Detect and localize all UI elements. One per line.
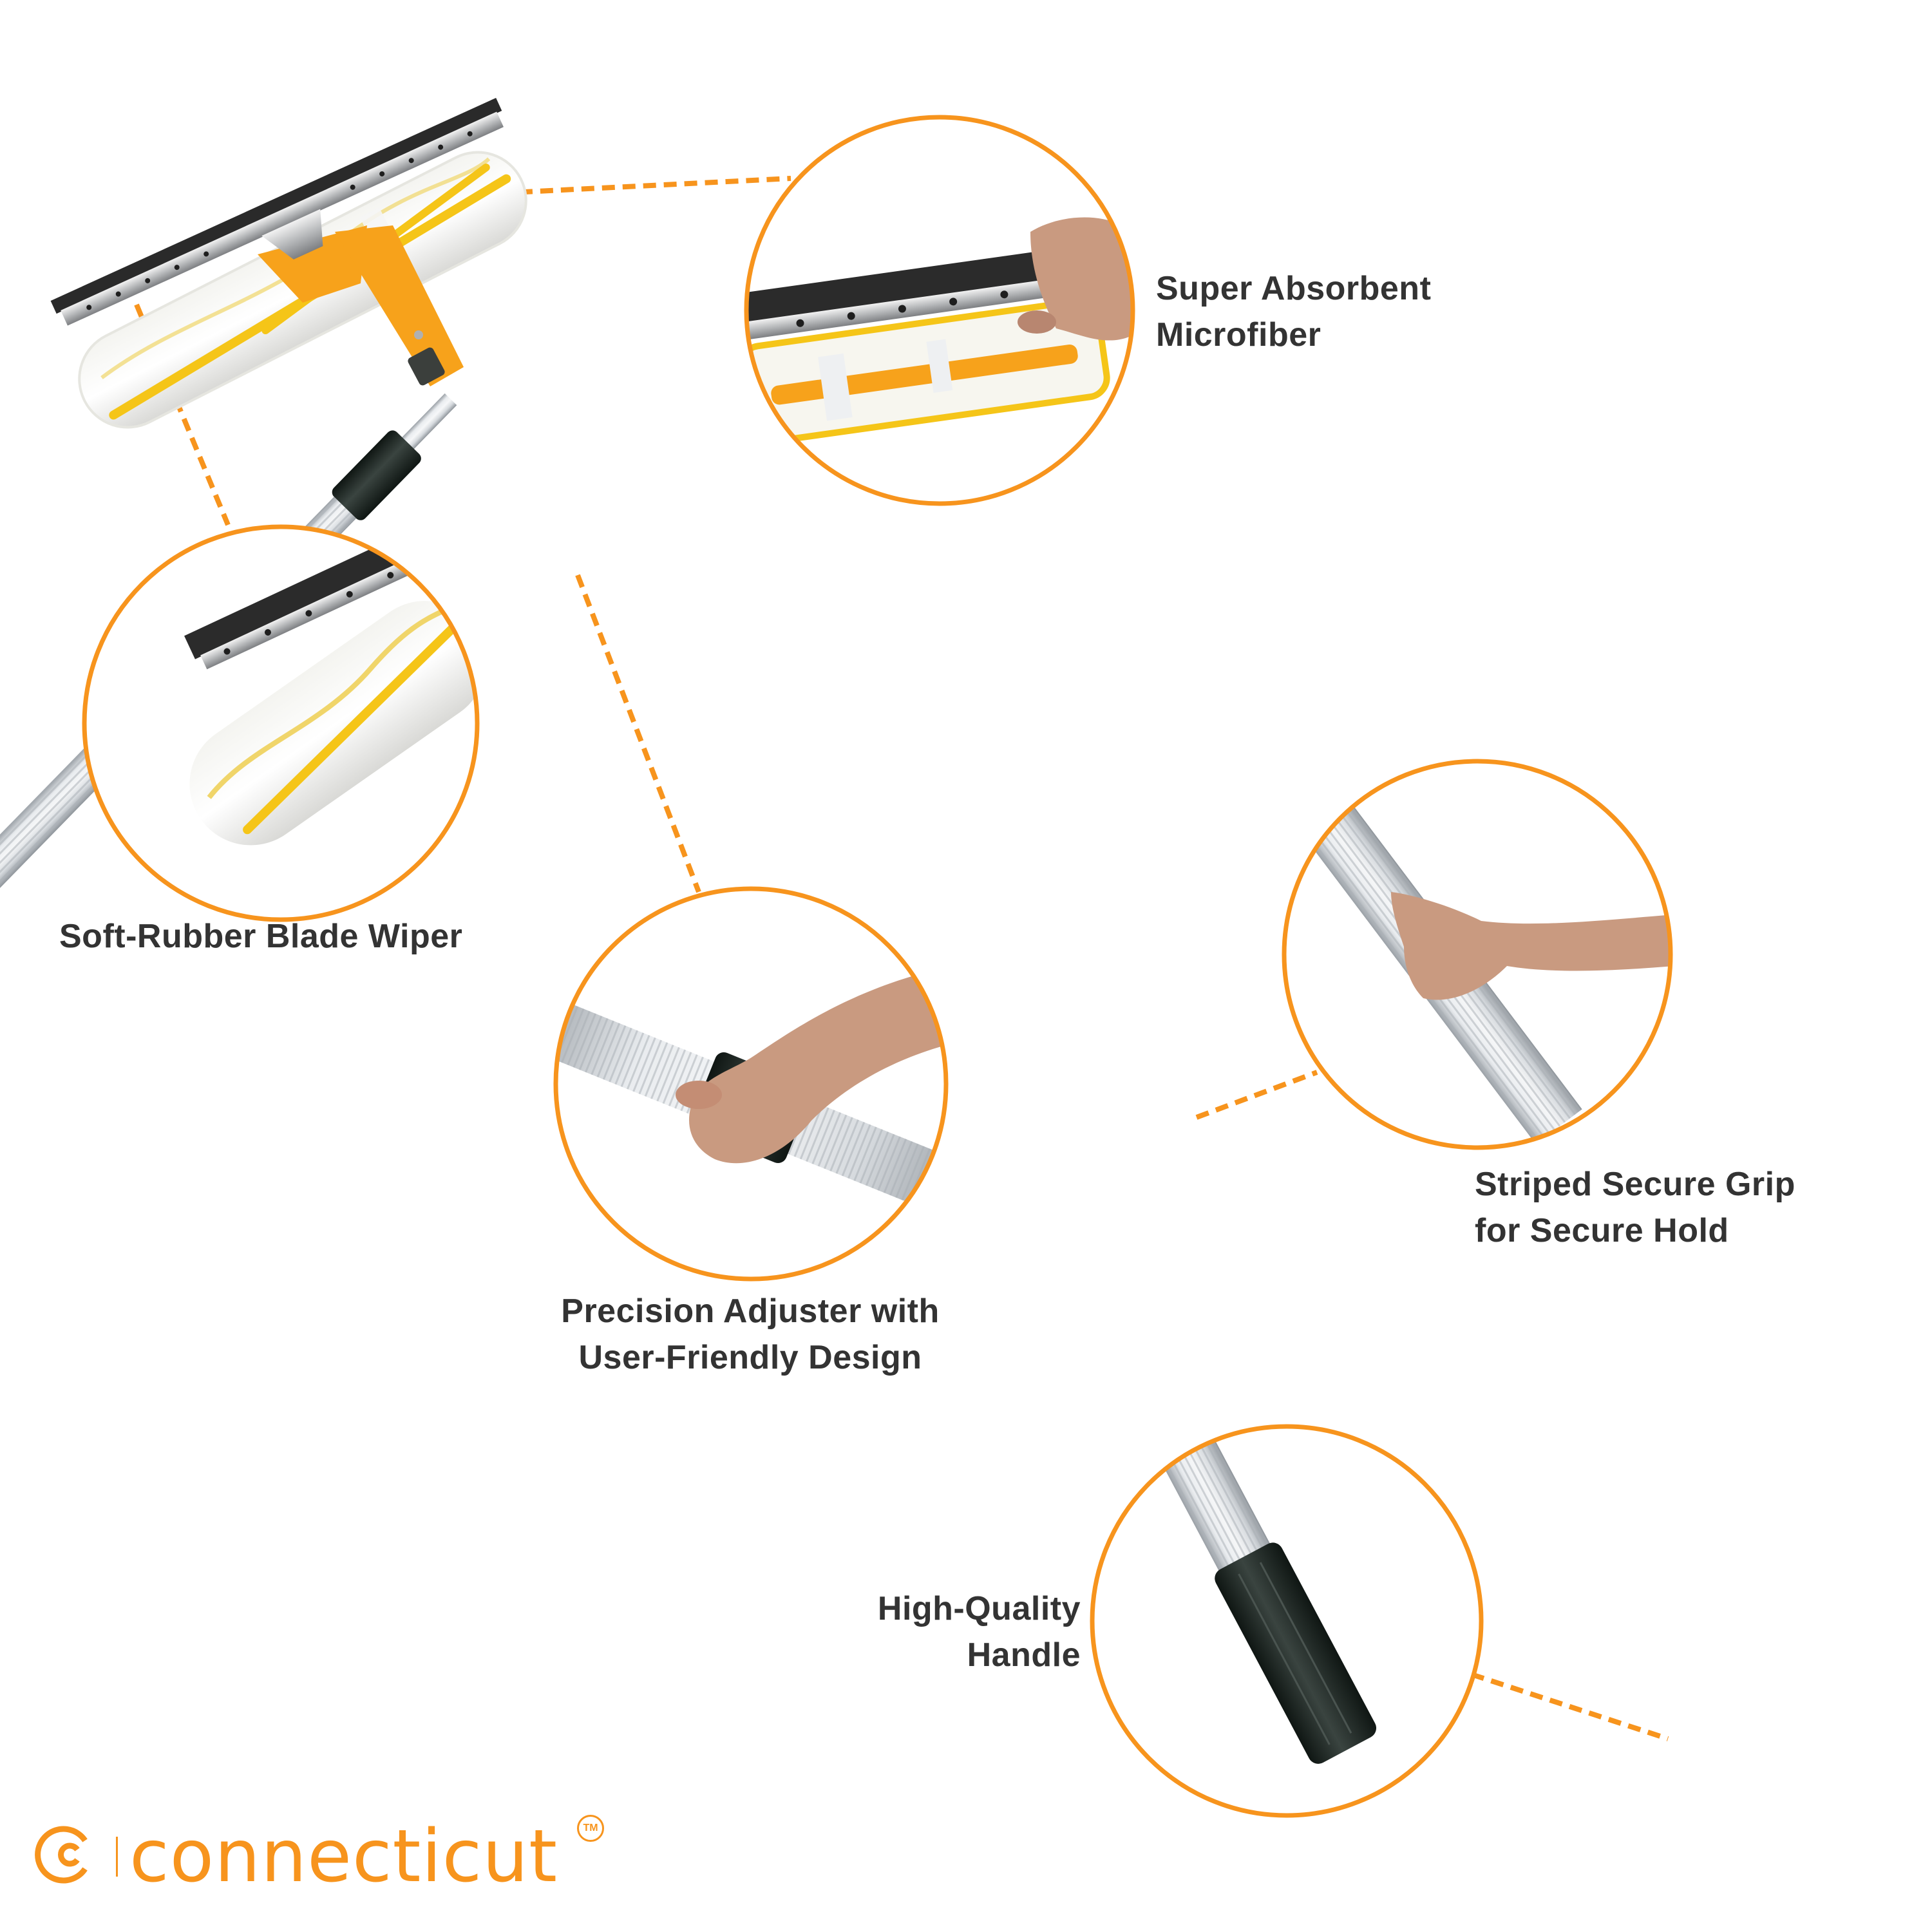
leader-handle <box>1470 1672 1669 1741</box>
brand-logo-divider <box>116 1837 118 1877</box>
squeegee-blade <box>50 97 504 326</box>
callout-blade-label: Soft-Rubber Blade Wiper <box>59 918 463 955</box>
callout-grip-label: Striped Secure Grip for Secure Hold <box>1475 1166 1795 1249</box>
trademark-icon: TM <box>577 1815 604 1842</box>
squeegee-holder <box>258 225 464 386</box>
detail-circle-blade <box>82 524 480 922</box>
pole-collar-1 <box>332 430 421 520</box>
main-product <box>0 97 527 1830</box>
leader-grip <box>1195 1070 1318 1120</box>
brand-name: connecticut <box>129 1815 558 1899</box>
detail-circle-microfiber <box>744 115 1135 506</box>
callout-handle-label: High-Quality Handle <box>877 1590 1081 1674</box>
leader-adjuster <box>575 574 701 893</box>
detail-circle-grip <box>1282 759 1673 1150</box>
detail-circle-handle <box>1090 1424 1484 1818</box>
leader-microfiber <box>498 176 791 196</box>
callout-microfiber-label: Super Absorbent Microfiber <box>1156 270 1432 354</box>
brand-logo-mark <box>35 1826 88 1884</box>
callout-adjuster-label: Precision Adjuster with User-Friendly De… <box>561 1293 940 1376</box>
detail-circle-adjuster <box>553 886 949 1282</box>
leader-lines <box>134 176 1669 1741</box>
brand-logo: connecticut TM <box>44 1815 604 1899</box>
